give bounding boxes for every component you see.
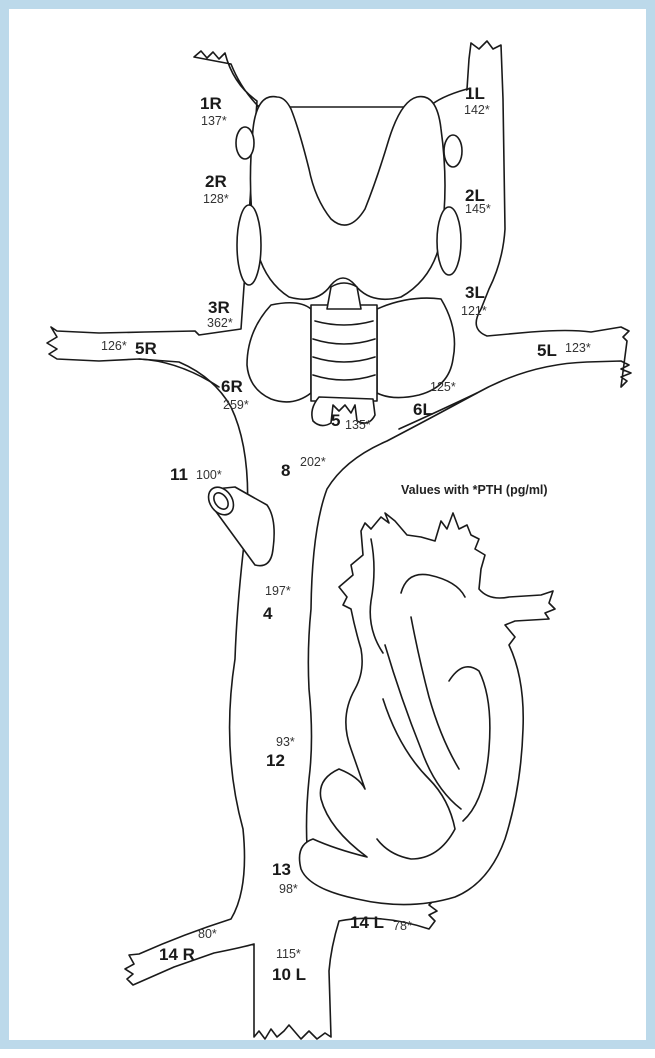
site-value-2L: 145* [465, 203, 491, 216]
site-label-8: 8 [281, 462, 290, 479]
legend-suffix: PTH (pg/ml) [477, 483, 547, 497]
legend-prefix: Values with [401, 483, 473, 497]
site-label-10L: 10 L [272, 966, 306, 983]
site-label-13: 13 [272, 861, 291, 878]
site-value-6L: 125* [430, 381, 456, 394]
site-value-5L: 123* [565, 342, 591, 355]
site-label-3L: 3L [465, 284, 485, 301]
site-label-4: 4 [263, 605, 272, 622]
site-value-10L: 115* [276, 948, 301, 961]
trachea [311, 305, 377, 401]
site-label-14L: 14 L [350, 914, 384, 931]
site-value-14L: 78* [393, 920, 412, 933]
site-value-13: 98* [279, 883, 298, 896]
heart [300, 513, 556, 905]
site-value-11: 100* [196, 469, 222, 482]
site-label-14R: 14 R [159, 946, 195, 963]
site-value-3R: 362* [207, 317, 233, 330]
venous-anatomy-diagram [9, 9, 655, 1058]
site-label-6R: 6R [221, 378, 243, 395]
site-value-1R: 137* [201, 115, 227, 128]
site-value-3L: 121* [461, 305, 487, 318]
site-label-1R: 1R [200, 95, 222, 112]
site-label-1L: 1L [465, 85, 485, 102]
site-label-6L: 6L [413, 401, 433, 418]
site-value-5R: 126* [101, 340, 127, 353]
site-label-3R: 3R [208, 299, 230, 316]
site-value-14R: 80* [198, 928, 217, 941]
site-value-8: 202* [300, 456, 326, 469]
site-value-1L: 142* [464, 104, 490, 117]
legend-caption: Values with *PTH (pg/ml) [401, 483, 548, 497]
site-value-6R: 259* [223, 399, 249, 412]
site-label-5: 5 [331, 412, 340, 429]
site-value-5: 135* [345, 419, 371, 432]
site-label-11: 11 [170, 466, 188, 483]
site-value-12: 93* [276, 736, 295, 749]
site-label-5R: 5R [135, 340, 157, 357]
site-label-12: 12 [266, 752, 285, 769]
site-label-2R: 2R [205, 173, 227, 190]
site-value-2R: 128* [203, 193, 229, 206]
site-label-5L: 5L [537, 342, 557, 359]
site-value-4: 197* [265, 585, 291, 598]
